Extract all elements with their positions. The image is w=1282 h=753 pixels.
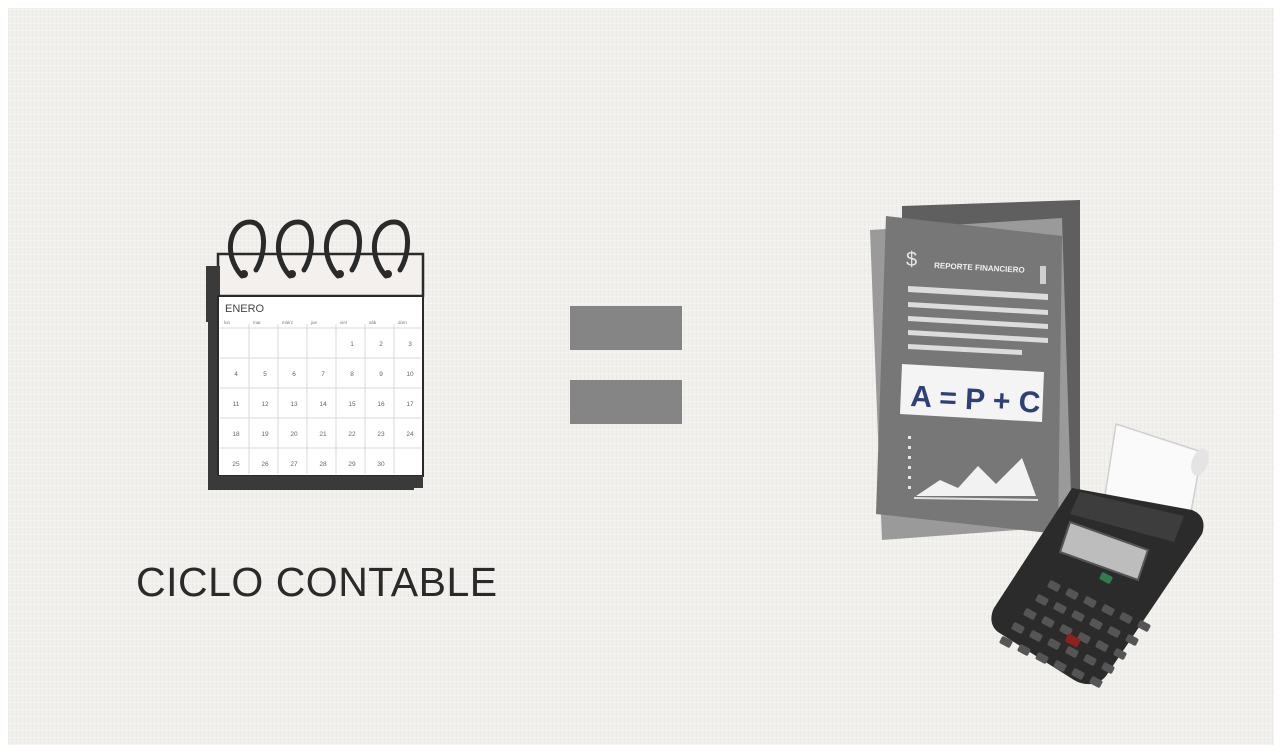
calendar-day: 18 bbox=[232, 431, 240, 438]
calendar-day: 27 bbox=[290, 461, 298, 468]
calendar-day: 22 bbox=[348, 431, 356, 438]
calculator-icon bbox=[988, 418, 1218, 688]
calendar-weekday: sáb bbox=[369, 320, 377, 325]
calendar-day: 4 bbox=[234, 371, 238, 378]
calendar-day: 3 bbox=[408, 341, 412, 348]
calendar-day: 26 bbox=[261, 461, 269, 468]
calendar-day: 16 bbox=[377, 401, 385, 408]
report-equation: A = P + C bbox=[910, 380, 1042, 420]
calendar-day: 12 bbox=[261, 401, 269, 408]
calendar-day: 25 bbox=[232, 461, 240, 468]
calendar-day: 23 bbox=[377, 431, 385, 438]
calendar-day: 19 bbox=[261, 431, 269, 438]
currency-symbol: $ bbox=[906, 249, 917, 271]
calendar-day: 15 bbox=[348, 401, 356, 408]
calendar-month: ENERO bbox=[225, 303, 265, 315]
caption: CICLO CONTABLE bbox=[136, 562, 498, 603]
calendar-day: 1 bbox=[350, 341, 354, 348]
calendar-weekday: mar bbox=[253, 320, 261, 325]
calendar-day: 17 bbox=[406, 401, 414, 408]
calendar-day: 11 bbox=[233, 401, 240, 408]
calendar-day: 2 bbox=[379, 341, 383, 348]
calendar-weekday: lun bbox=[224, 320, 231, 325]
calendar-day: 9 bbox=[379, 371, 383, 378]
calendar-day: 20 bbox=[290, 431, 298, 438]
calendar-weekday: vier bbox=[340, 320, 348, 325]
calendar-weekday: jue bbox=[310, 320, 318, 325]
calendar-day: 13 bbox=[290, 401, 298, 408]
calendar-day: 21 bbox=[319, 431, 327, 438]
calendar-day: 5 bbox=[263, 371, 267, 378]
calendar-day: 10 bbox=[406, 371, 414, 378]
calendar-day: 7 bbox=[321, 371, 325, 378]
calendar-weekday: dom bbox=[398, 320, 407, 325]
calendar-weekday: miérc bbox=[282, 320, 294, 325]
equals-bar-bottom bbox=[570, 380, 682, 424]
calendar-day: 29 bbox=[348, 461, 356, 468]
calendar-day: 28 bbox=[319, 461, 327, 468]
calendar-day: 24 bbox=[406, 431, 414, 438]
calendar-day: 14 bbox=[319, 401, 327, 408]
calendar-day: 6 bbox=[292, 371, 296, 378]
equals-bar-top bbox=[570, 306, 682, 350]
calendar-day: 8 bbox=[350, 371, 354, 378]
equals-icon bbox=[570, 306, 682, 424]
calendar-day: 30 bbox=[377, 461, 385, 468]
